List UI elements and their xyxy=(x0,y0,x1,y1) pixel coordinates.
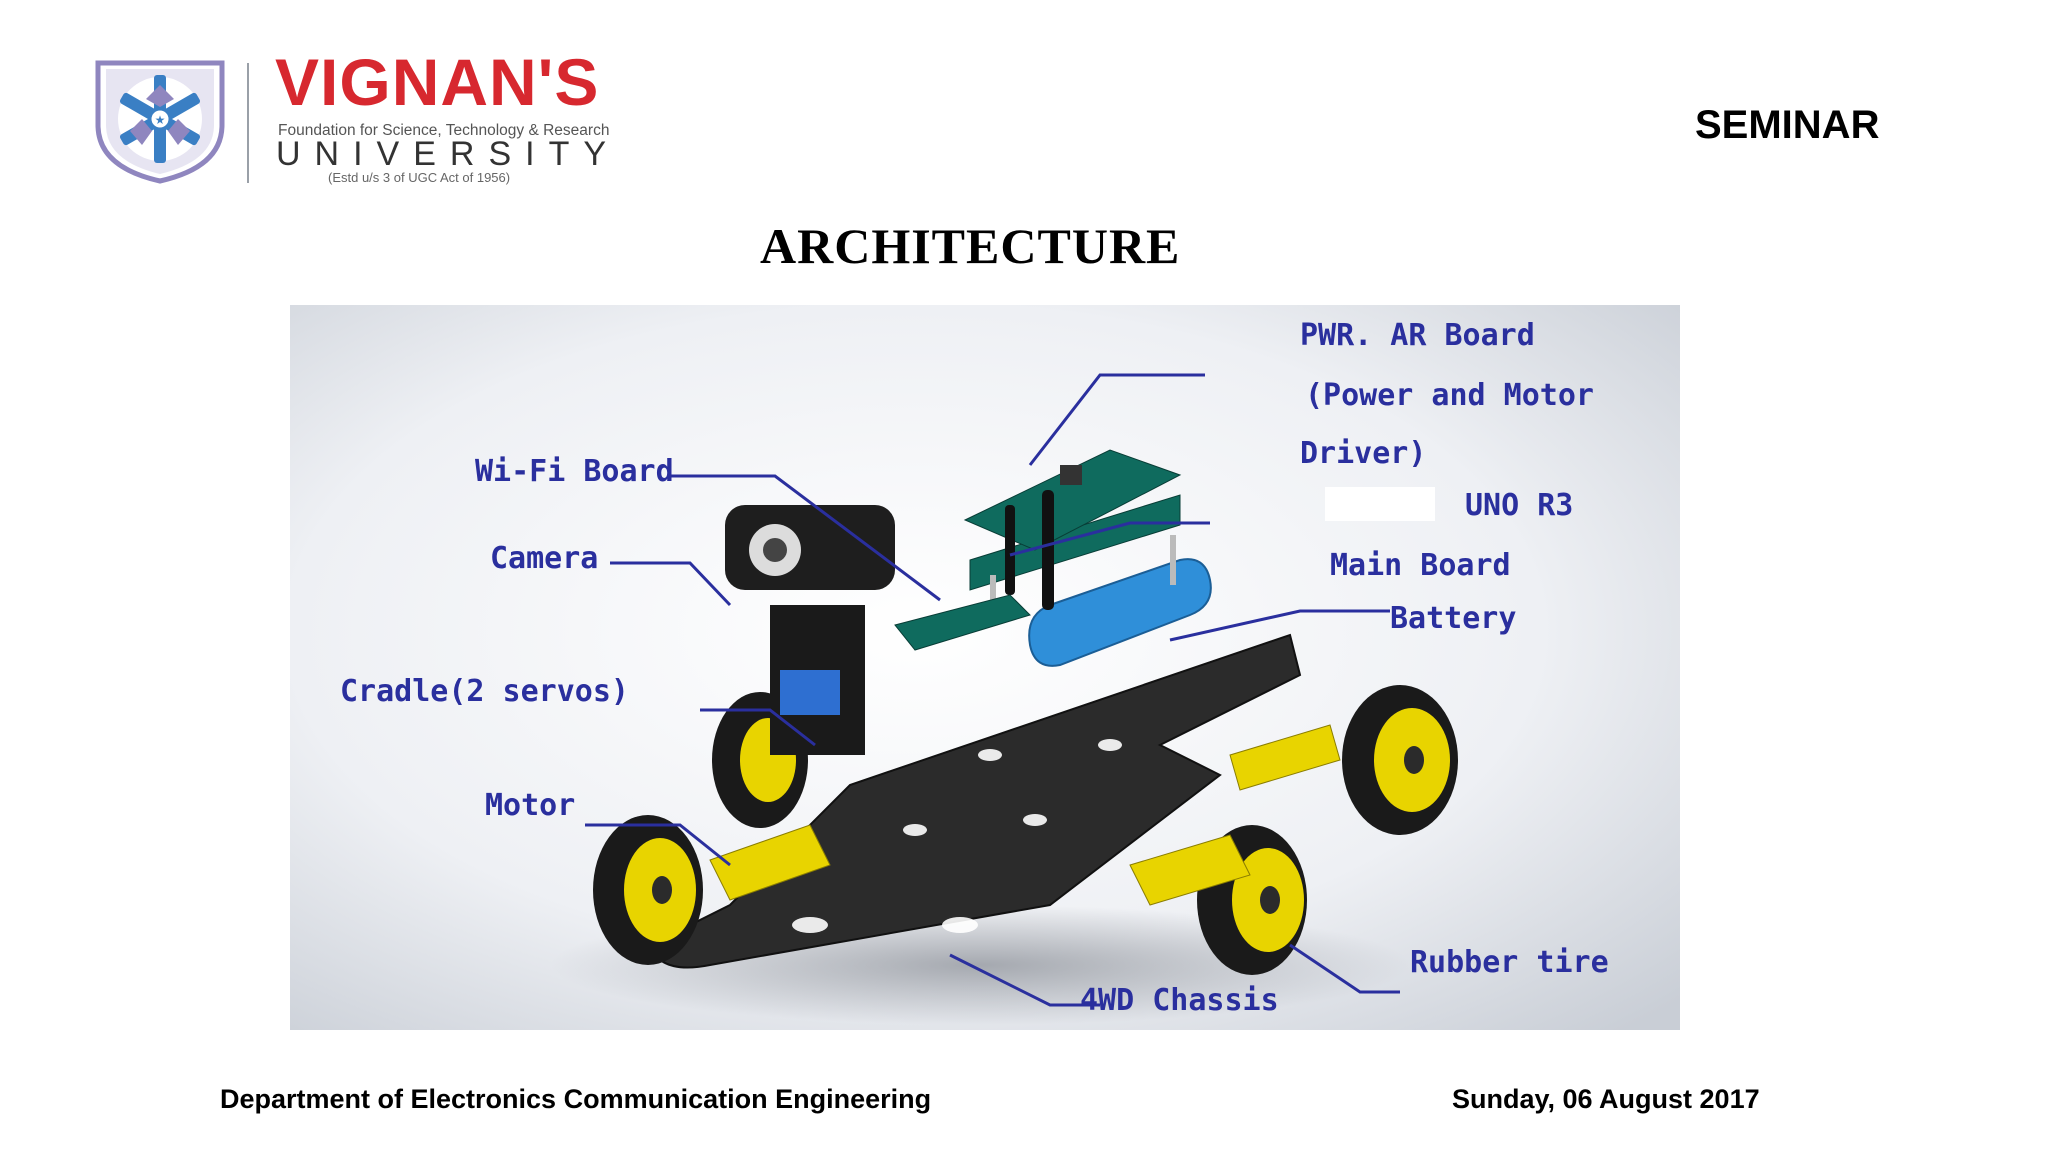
label-battery: Battery xyxy=(1390,601,1516,636)
label-motor: Motor xyxy=(485,788,575,823)
camera xyxy=(725,505,895,590)
label-uno: UNO R3 xyxy=(1465,488,1573,523)
label-pwr-board-2: (Power and Motor xyxy=(1305,378,1594,413)
footer-department: Department of Electronics Communication … xyxy=(220,1084,932,1114)
university-logo: ★ VIGNAN'S Foundation for Science, Techn… xyxy=(90,49,610,190)
uno-board xyxy=(969,494,1181,591)
motor-front-right xyxy=(1129,834,1251,906)
label-main-board: Main Board xyxy=(1330,548,1511,583)
label-rubber-tire: Rubber tire xyxy=(1410,945,1609,980)
architecture-diagram: PWR. AR Board (Power and Motor Driver) U… xyxy=(290,305,1680,1030)
label-camera: Camera xyxy=(490,541,598,576)
battery xyxy=(1028,558,1212,667)
cradle xyxy=(770,605,865,755)
university-crest-icon: ★ xyxy=(90,55,230,185)
label-chassis: 4WD Chassis xyxy=(1080,983,1279,1018)
motor-rear-right xyxy=(1229,724,1341,791)
logo-foundation: Foundation for Science, Technology & Res… xyxy=(278,122,610,139)
logo-divider xyxy=(247,63,249,183)
logo-university: UNIVERSITY xyxy=(276,135,621,173)
logo-established: (Estd u/s 3 of UGC Act of 1956) xyxy=(328,170,511,185)
label-pwr-board-3: Driver) xyxy=(1300,436,1426,471)
label-cradle: Cradle(2 servos) xyxy=(340,674,629,709)
label-wifi-board: Wi-Fi Board xyxy=(475,454,674,489)
motor-front-left xyxy=(709,824,831,901)
slide-title: ARCHITECTURE xyxy=(760,218,1181,274)
seminar-label: SEMINAR xyxy=(1695,103,1880,147)
svg-text:★: ★ xyxy=(155,113,166,127)
footer-date: Sunday, 06 August 2017 xyxy=(1452,1084,1760,1114)
wheel-rear-right xyxy=(1342,685,1458,835)
wheel-front-left xyxy=(593,815,703,965)
redacted-box xyxy=(1325,487,1435,521)
logo-name: VIGNAN'S xyxy=(275,45,600,119)
wifi-board xyxy=(894,594,1031,651)
antenna xyxy=(1005,490,1054,610)
label-pwr-board-1: PWR. AR Board xyxy=(1300,318,1535,353)
